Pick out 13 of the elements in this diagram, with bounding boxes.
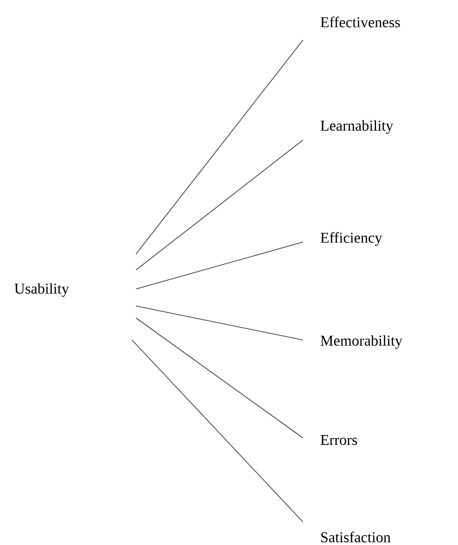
connector-line	[136, 140, 304, 270]
branch-label: Learnability	[320, 120, 394, 134]
branch-label: Efficiency	[320, 232, 382, 246]
branch-label: Errors	[320, 435, 357, 445]
center-label: Usability	[14, 283, 69, 297]
connector-line	[136, 242, 304, 290]
branch-label: Effectiveness	[320, 16, 400, 28]
branch-label: Satisfaction	[321, 532, 391, 542]
connector-line	[132, 340, 304, 522]
connector-line	[136, 40, 304, 254]
branch-label: Memorability	[320, 335, 402, 349]
connector-line	[136, 306, 304, 340]
connector-line	[136, 318, 304, 438]
